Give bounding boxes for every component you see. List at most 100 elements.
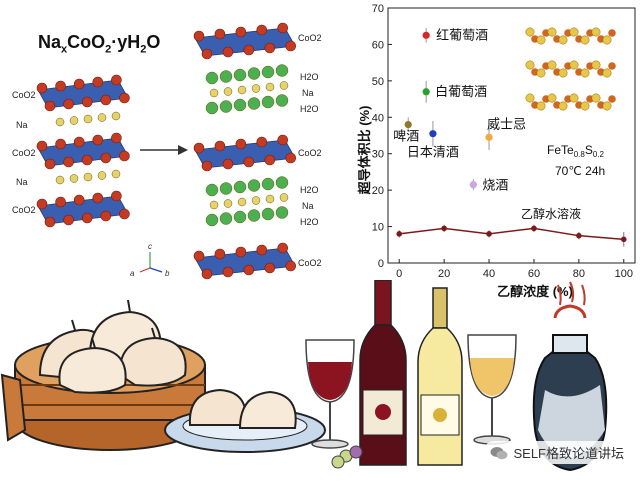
transform-arrow-head	[178, 145, 188, 155]
na-atom	[205, 71, 219, 85]
sake-bottle-icon	[532, 281, 608, 472]
na-atom	[219, 182, 233, 195]
inset-atom	[608, 29, 616, 37]
right-layer-label: CoO2	[298, 148, 322, 158]
oxygen-atom	[243, 156, 255, 168]
na-atom	[69, 174, 79, 183]
oxygen-atom	[36, 198, 48, 210]
inset-atom	[525, 60, 535, 70]
right-layer-label: CoO2	[298, 33, 322, 43]
left-layer-label: CoO2	[12, 205, 36, 215]
plate-with-buns-icon	[164, 388, 326, 453]
y-tick-label: 10	[372, 222, 384, 234]
oxygen-atom	[285, 260, 297, 272]
na-atom	[261, 95, 275, 109]
y-tick-label: 70	[372, 3, 384, 15]
na-atom	[247, 67, 261, 80]
data-point	[404, 120, 412, 129]
inset-atom	[591, 93, 601, 103]
y-tick-label: 50	[372, 76, 384, 88]
na-atom	[265, 194, 275, 204]
na-atom	[237, 85, 247, 95]
inset-atom	[580, 101, 590, 111]
formula-title: NaxCoO2·yH2O	[38, 32, 161, 56]
ethanol-series-line	[399, 227, 624, 241]
na-atom	[251, 84, 261, 93]
na-atom	[265, 82, 275, 92]
oxygen-atom	[111, 190, 122, 202]
y-tick-label: 20	[372, 185, 384, 197]
right-layer-label: CoO2	[298, 258, 322, 268]
inset-atom	[580, 35, 590, 45]
oxygen-atom	[111, 132, 122, 144]
inset-atom	[536, 101, 546, 111]
na-atom	[97, 171, 107, 180]
oxygen-atom	[100, 94, 112, 106]
oxygen-atom	[277, 242, 289, 254]
inset-atom	[547, 93, 557, 103]
inset-atom	[591, 27, 601, 37]
oxygen-atom	[285, 152, 297, 164]
oxygen-atom	[63, 214, 74, 226]
oxygen-atom	[222, 158, 234, 170]
na-atom	[219, 212, 233, 225]
condition-annotation: 70℃ 24h	[555, 164, 605, 178]
point-label: 啤酒	[393, 129, 419, 144]
axis-b-line	[149, 267, 163, 273]
watermark: SELF格致论道讲坛	[484, 441, 630, 464]
oxygen-atom	[235, 138, 247, 150]
inset-atom	[602, 101, 612, 111]
na-atom	[275, 176, 289, 189]
na-atom	[251, 196, 261, 205]
right-layer-label: Na	[302, 201, 314, 211]
oxygen-atom	[63, 156, 74, 168]
wechat-icon	[490, 446, 508, 459]
oxygen-atom	[55, 80, 66, 92]
inset-atom	[525, 27, 535, 37]
na-atom	[111, 111, 121, 121]
oxygen-atom	[201, 268, 213, 280]
na-atom	[55, 117, 65, 127]
oxygen-atom	[277, 134, 289, 146]
point-label: 烧酒	[482, 178, 508, 193]
oxygen-atom	[193, 142, 205, 154]
na-atom	[83, 114, 93, 124]
material-annotation: FeTe0.8S0.2	[547, 143, 605, 159]
na-atom	[209, 88, 219, 98]
axis-b-label: b	[165, 269, 170, 278]
inset-atom	[558, 101, 568, 111]
right-layer-label: H2O	[300, 104, 319, 114]
inset-atom	[558, 35, 568, 45]
steamed-bun-icon	[38, 299, 187, 394]
red-wine-glass-icon	[305, 339, 355, 449]
oxygen-atom	[92, 134, 104, 146]
oxygen-atom	[214, 140, 226, 152]
oxygen-atom	[73, 194, 85, 206]
oxygen-atom	[44, 158, 56, 170]
oxygen-atom	[214, 248, 226, 260]
na-atom	[279, 193, 289, 202]
oxygen-atom	[222, 266, 234, 278]
x-tick-label: 60	[528, 268, 540, 280]
oxygen-atom	[73, 78, 85, 90]
right-layer-label: H2O	[300, 185, 319, 195]
inset-atom	[608, 62, 616, 70]
oxygen-atom	[55, 196, 66, 208]
na-atom	[205, 213, 219, 227]
na-atom	[205, 183, 219, 197]
series-point	[486, 231, 492, 237]
x-tick-label: 100	[615, 268, 633, 280]
na-atom	[237, 197, 247, 207]
axis-a-line	[139, 267, 151, 273]
data-point	[469, 181, 477, 189]
oxygen-atom	[119, 150, 130, 162]
na-atom	[247, 209, 261, 222]
oxygen-atom	[119, 208, 130, 220]
inset-atom	[536, 35, 546, 45]
oxygen-atom	[214, 28, 226, 40]
white-wine-bottle-icon	[417, 287, 463, 466]
oxygen-atom	[55, 138, 66, 150]
na-atom	[223, 87, 233, 96]
oxygen-atom	[235, 246, 247, 258]
oxygen-atom	[193, 250, 205, 262]
